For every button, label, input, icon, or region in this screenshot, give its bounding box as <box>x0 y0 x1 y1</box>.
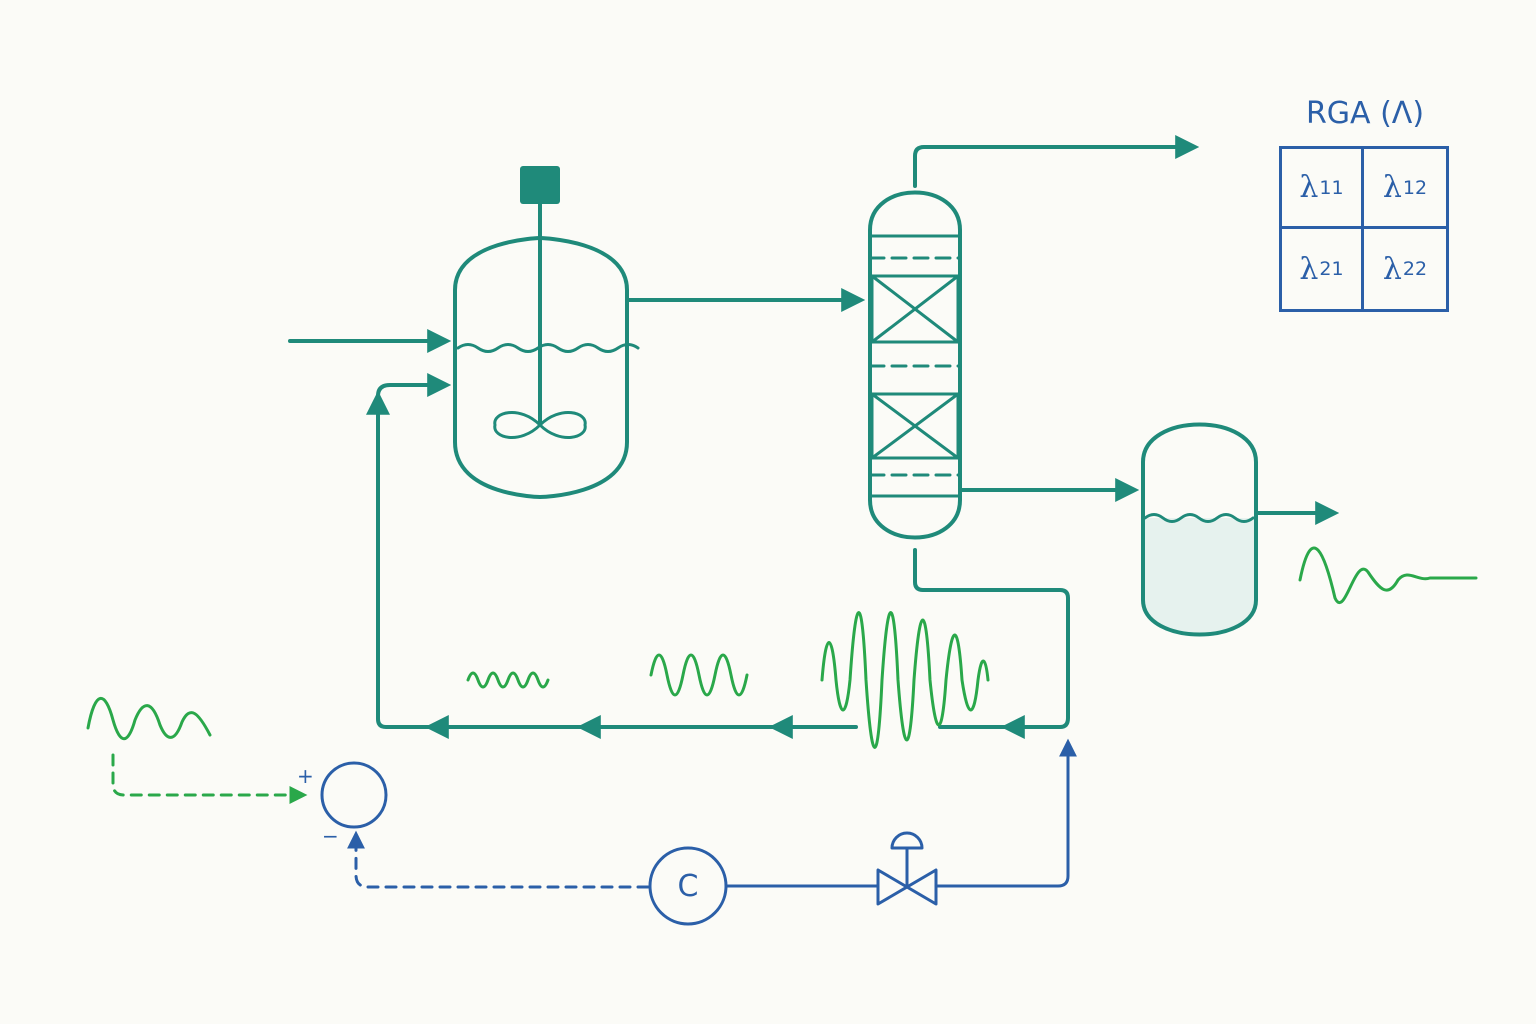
overhead-product-line <box>913 135 1200 188</box>
small-oscillation-wave <box>466 671 550 689</box>
manipulated-variable-line <box>934 738 1077 888</box>
agitator-motor-icon <box>520 166 560 204</box>
controller-label: C <box>677 868 699 904</box>
medium-oscillation-wave <box>649 653 749 697</box>
summing-junction-icon <box>320 761 388 829</box>
disturbance-input-wave <box>86 696 212 741</box>
disturbance-signal-line <box>111 753 308 804</box>
stirred-reactor-icon <box>453 166 640 499</box>
recycle-return-line <box>376 394 858 729</box>
rga-title: RGA (Λ) <box>1305 96 1425 131</box>
minus-sign: − <box>322 824 339 848</box>
storage-tank-icon <box>1141 422 1258 637</box>
large-oscillation-wave <box>820 611 990 749</box>
distillation-column-icon <box>868 190 962 540</box>
control-valve-icon <box>876 831 938 906</box>
damped-response-wave <box>1298 546 1478 604</box>
plus-sign: + <box>297 764 314 788</box>
recycle-inlet-line <box>376 373 452 398</box>
bottoms-recycle-line <box>913 548 1070 729</box>
feedback-signal-line <box>347 830 650 889</box>
